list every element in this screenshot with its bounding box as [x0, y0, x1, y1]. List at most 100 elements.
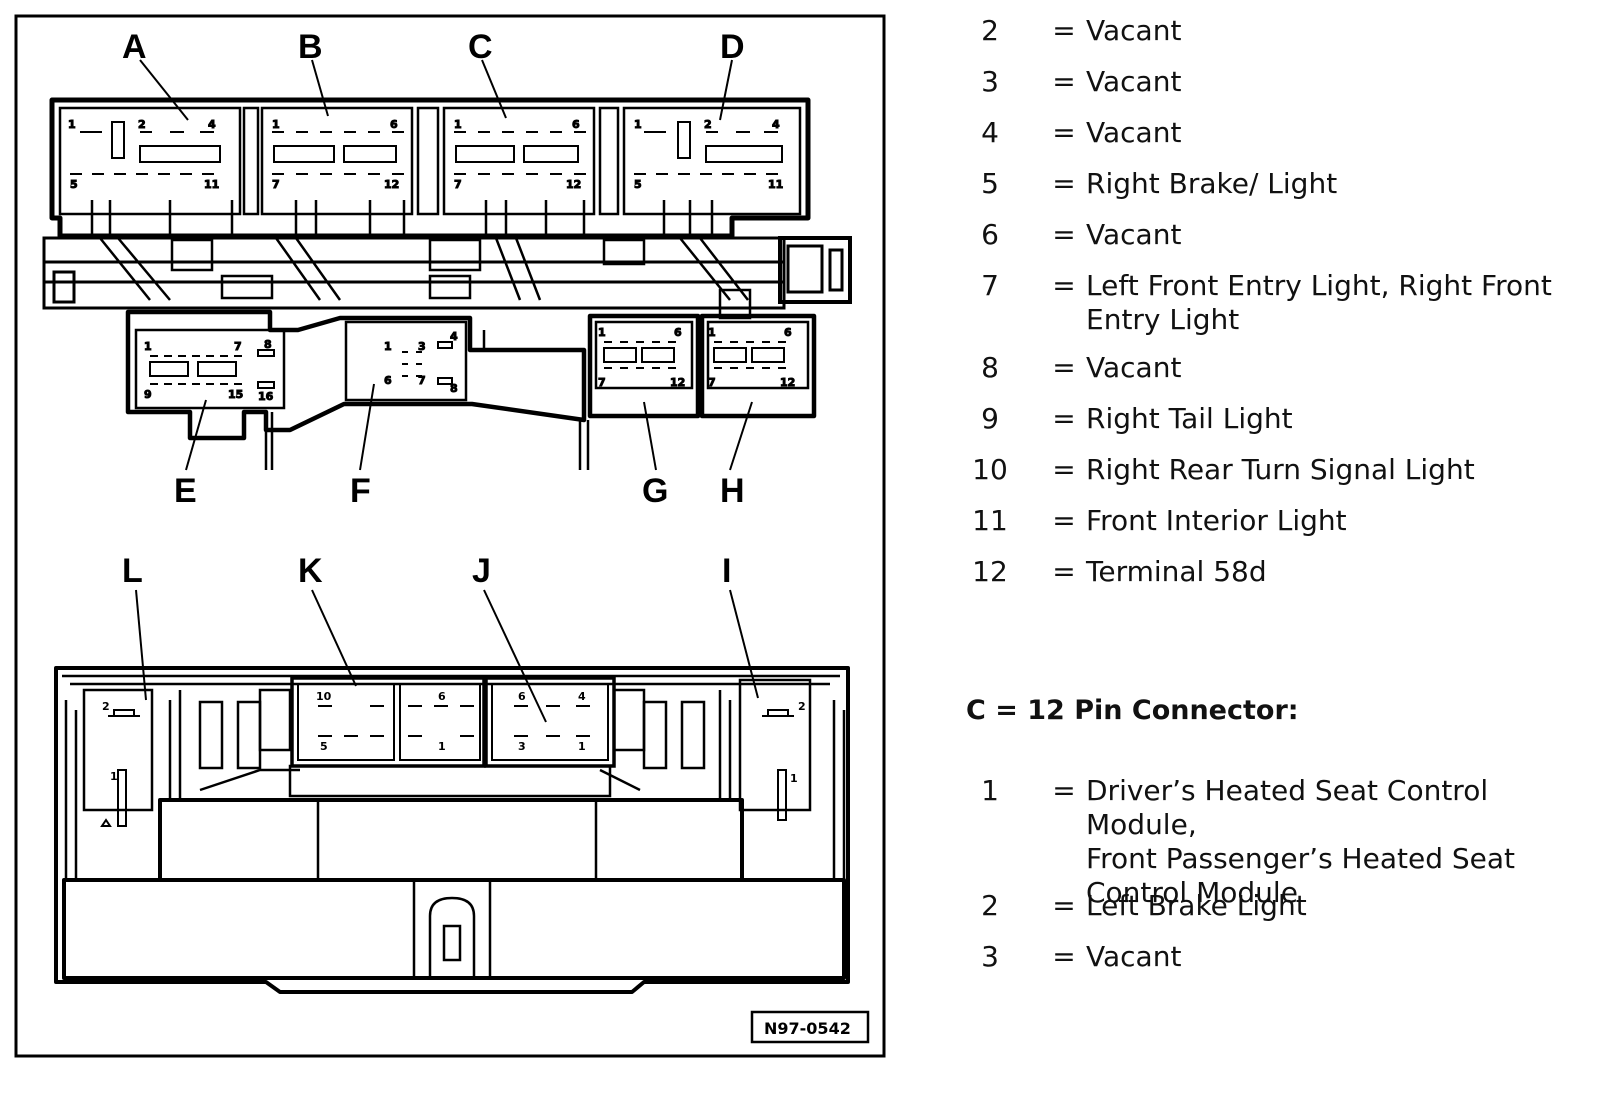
pin-label: 11: [204, 178, 219, 191]
pin-label: 2: [138, 118, 146, 131]
pin-description: Vacant: [1086, 65, 1182, 98]
pin-label: 7: [418, 374, 426, 387]
lower-panel-details: [62, 674, 846, 978]
pin-label: 6: [390, 118, 398, 131]
equals-sign: =: [1052, 218, 1076, 251]
connector-b-body: [260, 106, 414, 216]
pin-label: 5: [70, 178, 78, 191]
equals-sign: =: [1052, 14, 1076, 47]
pin-label: 1: [144, 340, 152, 353]
pin-description: Vacant: [1086, 351, 1182, 384]
equals-sign: =: [1052, 116, 1076, 149]
pin-number: 5: [981, 167, 999, 200]
pin-number: 4: [981, 116, 999, 149]
connector-label-h: H: [720, 472, 745, 510]
connector-label-k: K: [298, 552, 323, 590]
connector-label-b: B: [298, 28, 323, 66]
pin-label: 1: [110, 770, 118, 783]
connector-k-body: [290, 676, 486, 768]
pin-label: 1: [634, 118, 642, 131]
pin-label: 12: [670, 376, 685, 389]
connector-b-pins: [272, 131, 404, 175]
pin-description: Vacant: [1086, 116, 1182, 149]
top-housing-outline: [49, 97, 811, 239]
connector-label-c: C: [468, 28, 493, 66]
connector-label-a: A: [122, 28, 147, 66]
ref-code-box: [750, 1010, 870, 1044]
pin-label: 1: [438, 740, 446, 753]
pin-label: 10: [316, 690, 332, 703]
equals-sign: =: [1052, 269, 1076, 302]
pin-label: 16: [258, 390, 274, 403]
connector-g-pins: [603, 341, 676, 369]
pin-label: 6: [784, 326, 792, 339]
pin-label: 1: [598, 326, 606, 339]
pin-label: 12: [384, 178, 399, 191]
connector-label-f: F: [350, 472, 371, 510]
pin-label: 7: [272, 178, 280, 191]
pin-label: 7: [454, 178, 462, 191]
pin-description: Left Brake Light: [1086, 889, 1307, 922]
divider-bc: [416, 106, 440, 216]
pin-label: 7: [708, 376, 716, 389]
connector-label-j: J: [472, 552, 491, 590]
connector-h-body: [706, 320, 810, 390]
leader-lines: [139, 59, 753, 471]
connector-f-pins: [402, 341, 453, 385]
equals-sign: =: [1052, 940, 1076, 973]
pin-number: 6: [981, 218, 999, 251]
pin-number: 9: [981, 402, 999, 435]
pin-label: 4: [772, 118, 780, 131]
divider-cd: [598, 106, 620, 216]
pin-label: 1: [708, 326, 716, 339]
connector-e-pins: [149, 349, 275, 389]
diagram-border: [14, 14, 886, 1058]
pin-description: Driver’s Heated Seat Control Module, Fro…: [1086, 774, 1516, 909]
pin-label: 2: [102, 700, 110, 713]
equals-sign: =: [1052, 555, 1076, 588]
pin-label: 8: [264, 338, 272, 351]
connector-label-i: I: [722, 552, 731, 590]
lower-panel-outline: [54, 666, 850, 994]
connector-d-pins: [634, 121, 783, 175]
connector-g-body: [594, 320, 694, 390]
pin-label: 12: [566, 178, 581, 191]
pin-description: Vacant: [1086, 218, 1182, 251]
equals-sign: =: [1052, 889, 1076, 922]
pin-label: 6: [572, 118, 580, 131]
pin-description: Terminal 58d: [1086, 555, 1267, 588]
pin-label: 9: [144, 388, 152, 401]
pin-label: 5: [320, 740, 328, 753]
pin-label: 3: [418, 340, 426, 353]
mid-housing-outline: [125, 309, 817, 441]
panel-rail: [42, 236, 852, 310]
panel-body-details: [90, 200, 752, 320]
connector-label-d: D: [720, 28, 745, 66]
connector-f-body: [344, 320, 468, 402]
pin-label: 8: [450, 382, 458, 395]
connector-c-pins: [454, 131, 586, 175]
pin-label: 2: [704, 118, 712, 131]
pin-label: 4: [208, 118, 216, 131]
connector-e-body: [134, 328, 286, 410]
pin-label: 4: [450, 330, 458, 343]
pin-label: 7: [598, 376, 606, 389]
pin-description: Left Front Entry Light, Right Front Entr…: [1086, 269, 1552, 336]
ref-code: N97-0542: [764, 1019, 851, 1038]
connector-i-details: [762, 709, 794, 821]
pin-label: 1: [454, 118, 462, 131]
connector-a-pins: [70, 121, 221, 175]
pin-number: 11: [972, 504, 1008, 537]
pin-label: 5: [634, 178, 642, 191]
pin-label: 1: [578, 740, 586, 753]
pin-number: 1: [981, 774, 999, 807]
pin-number: 8: [981, 351, 999, 384]
pin-label: 1: [384, 340, 392, 353]
divider-ab: [242, 106, 260, 216]
pin-label: 4: [578, 690, 586, 703]
lower-leader-lines: [135, 589, 759, 723]
pin-number: 7: [981, 269, 999, 302]
pin-description: Right Rear Turn Signal Light: [1086, 453, 1475, 486]
connector-kj-pins: [297, 683, 609, 761]
equals-sign: =: [1052, 351, 1076, 384]
